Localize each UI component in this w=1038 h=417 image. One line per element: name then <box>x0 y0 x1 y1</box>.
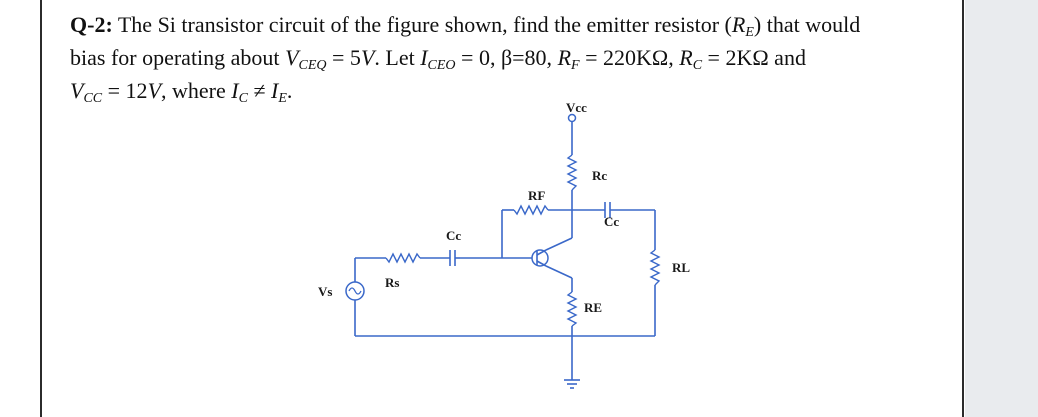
label-vs: Vs <box>318 284 332 299</box>
question-text-segment: = 0, β=80, <box>455 45 558 70</box>
symbol: V <box>285 45 299 70</box>
question-text-segment: = 12 <box>102 78 148 103</box>
label-rs: Rs <box>385 275 399 290</box>
symbol: R <box>679 45 693 70</box>
frame-border-right <box>962 0 964 417</box>
emitter-lead <box>545 265 573 279</box>
question-label: Q-2: <box>70 12 113 37</box>
rl-resistor <box>649 249 661 286</box>
symbol: I <box>420 45 428 70</box>
subscript: CEO <box>427 58 456 73</box>
label-rl: RL <box>672 260 690 275</box>
unit: V <box>147 78 162 103</box>
label-re: RE <box>584 300 602 315</box>
subscript: C <box>238 91 248 106</box>
subscript: CC <box>83 91 103 106</box>
sine-wave-icon <box>348 287 362 295</box>
subscript: F <box>571 58 580 73</box>
question-text-segment: = 5 <box>326 45 361 70</box>
label-rf: RF <box>528 188 545 203</box>
question-text-segment: ≠ <box>247 78 272 103</box>
symbol: R <box>557 45 572 70</box>
transistor-emitter-leg <box>536 260 547 267</box>
transistor-symbol <box>531 249 549 267</box>
symbol: R <box>731 12 746 37</box>
transistor-collector-leg <box>536 249 547 256</box>
symbol: I <box>231 78 239 103</box>
symbol: V <box>70 78 84 103</box>
rs-resistor <box>385 252 421 264</box>
question-text-segment: bias for operating about <box>70 45 286 70</box>
label-cc-in: Cc <box>446 228 461 243</box>
label-rc: Rc <box>592 168 607 183</box>
question-line-3: VCC = 12V, where IC ≠ IE. <box>70 74 950 107</box>
question-text-segment: . Let <box>374 45 421 70</box>
question-text-segment: , where <box>161 78 232 103</box>
frame-border-left <box>40 0 42 417</box>
unit: V <box>360 45 375 70</box>
vcc-terminal <box>567 113 577 123</box>
re-resistor <box>566 291 578 327</box>
side-panel <box>965 0 1038 417</box>
question-line-2: bias for operating about VCEQ = 5V. Let … <box>70 41 950 74</box>
subscript: C <box>692 58 703 73</box>
question-text-segment: The Si transistor circuit of the figure … <box>112 12 732 37</box>
question-text-segment: . <box>286 78 293 103</box>
question-text-segment: = 220KΩ, <box>579 45 680 70</box>
question-line-1: Q-2: The Si transistor circuit of the fi… <box>70 8 950 41</box>
question-text-segment: = 2KΩ and <box>702 45 806 70</box>
rc-resistor <box>566 154 578 191</box>
collector-lead <box>545 237 573 251</box>
question-text-segment: ) that would <box>753 12 861 37</box>
symbol: I <box>271 78 279 103</box>
subscript: CEQ <box>298 58 327 73</box>
label-vcc: Vcc <box>566 100 587 115</box>
label-cc-out: Cc <box>604 214 619 229</box>
subscript: E <box>745 25 754 40</box>
rf-resistor <box>513 204 549 216</box>
question-text: Q-2: The Si transistor circuit of the fi… <box>70 8 950 107</box>
subscript: E <box>278 91 287 106</box>
